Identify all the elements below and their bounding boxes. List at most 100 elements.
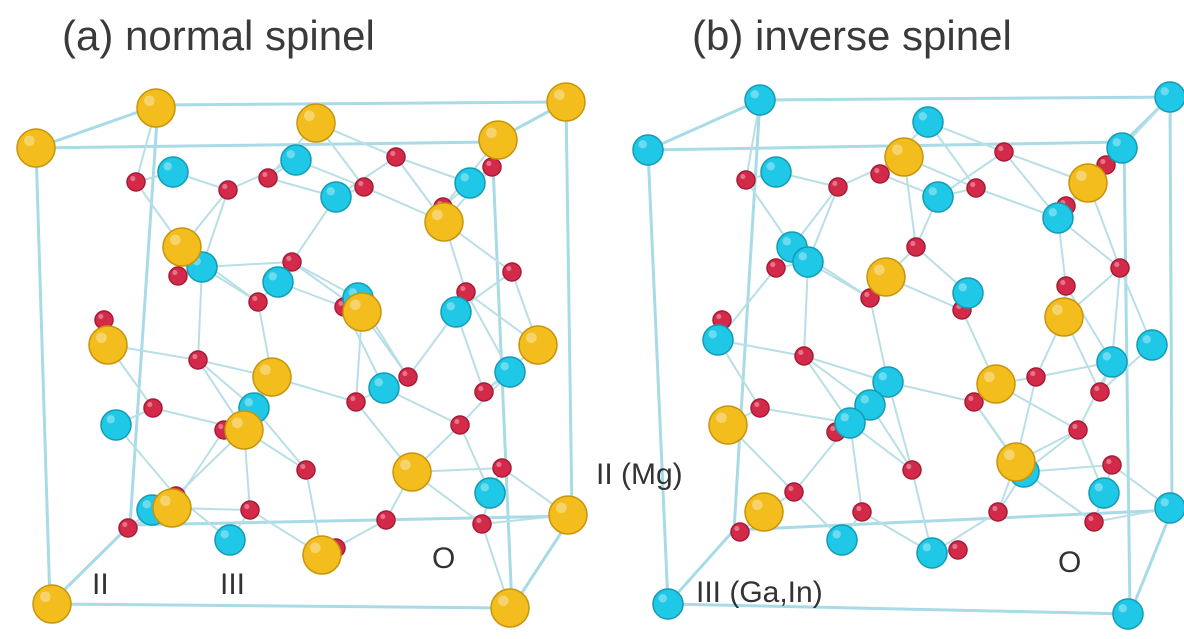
- unit-cell-edge: [732, 508, 1174, 532]
- atom-highlight: [856, 506, 862, 512]
- site-III-label: III: [220, 568, 246, 601]
- oxygen-atom: [1056, 276, 1076, 296]
- normal-spinel-lattice: [16, 82, 588, 628]
- site-III-atom: [760, 156, 792, 188]
- atom-highlight: [446, 302, 455, 311]
- atom-highlight: [878, 372, 887, 381]
- site-II-atom: [866, 257, 906, 297]
- atom-highlight: [350, 299, 361, 311]
- atom-highlight: [96, 332, 107, 344]
- atom-highlight: [998, 146, 1004, 152]
- atom-highlight: [192, 354, 198, 360]
- atom-highlight: [906, 464, 912, 470]
- atom-highlight: [486, 161, 492, 167]
- atom-highlight: [708, 330, 717, 339]
- atom-highlight: [782, 237, 791, 246]
- atom-highlight: [832, 181, 838, 187]
- atom-highlight: [1004, 449, 1015, 461]
- atom-highlight: [454, 419, 460, 425]
- site-III-atom: [912, 106, 944, 138]
- atom-highlight: [1142, 335, 1151, 344]
- atom-highlight: [658, 594, 667, 603]
- unit-cell-edge: [1128, 508, 1174, 616]
- site-II-atom: [88, 325, 128, 365]
- site-II-atom: [32, 584, 72, 624]
- oxygen-atom: [346, 392, 366, 412]
- atom-highlight: [788, 486, 794, 492]
- unit-cell-edge: [156, 100, 568, 107]
- atom-highlight: [220, 530, 229, 539]
- atom-highlight: [402, 371, 408, 377]
- atom-highlight: [798, 350, 804, 356]
- atom-highlight: [1088, 516, 1094, 522]
- site-III-atom: [214, 524, 246, 556]
- atom-highlight: [1102, 352, 1111, 361]
- oxygen-atom: [1102, 455, 1122, 475]
- site-III-atom: [922, 181, 954, 213]
- site-III-atom: [474, 477, 506, 509]
- site-III-Ga-In-label: III (Ga,In): [696, 576, 823, 609]
- site-III-atom: [440, 296, 472, 328]
- site-II-atom: [490, 588, 530, 628]
- atom-highlight: [1160, 498, 1169, 507]
- unit-cell-edge: [34, 146, 52, 606]
- atom-highlight: [918, 112, 927, 121]
- oxygen-atom: [296, 460, 316, 480]
- atom-highlight: [160, 495, 171, 507]
- site-III-atom: [1112, 598, 1144, 630]
- atom-highlight: [874, 264, 885, 276]
- site-III-atom: [1096, 346, 1128, 378]
- atom-highlight: [860, 395, 869, 404]
- atom-highlight: [1030, 371, 1036, 377]
- site-II-atom: [548, 495, 588, 535]
- site-II-atom: [518, 325, 558, 365]
- oxygen-atom: [240, 500, 260, 520]
- site-II-atom: [976, 364, 1016, 404]
- atom-highlight: [147, 402, 153, 408]
- unit-cell-edge: [34, 140, 494, 150]
- oxygen-atom: [852, 502, 872, 522]
- atom-highlight: [958, 283, 967, 292]
- atom-highlight: [734, 526, 740, 532]
- atom-highlight: [984, 371, 995, 383]
- atom-highlight: [218, 424, 224, 430]
- oxygen-atom: [966, 178, 986, 198]
- inverse-spinel-panel: (b) inverse spinel II (Mg) III (Ga,In) O: [592, 0, 1184, 639]
- atom-highlight: [142, 500, 151, 509]
- atom-highlight: [1076, 170, 1087, 182]
- site-III-atom: [652, 588, 684, 620]
- site-III-atom: [280, 144, 312, 176]
- site-III-atom: [454, 167, 486, 199]
- unit-cell-edge: [646, 140, 1126, 152]
- oxygen-atom: [143, 398, 163, 418]
- atom-highlight: [952, 544, 958, 550]
- site-III-atom: [1154, 81, 1184, 113]
- atom-highlight: [262, 172, 268, 178]
- site-III-atom: [1106, 132, 1138, 164]
- oxygen-atom: [906, 237, 926, 257]
- atom-highlight: [1060, 280, 1066, 286]
- atom-highlight: [928, 187, 937, 196]
- atom-highlight: [864, 292, 870, 298]
- atom-highlight: [832, 530, 841, 539]
- site-III-atom: [494, 356, 526, 388]
- site-III-atom: [320, 181, 352, 213]
- atom-highlight: [252, 296, 258, 302]
- atom-highlight: [460, 173, 469, 182]
- atom-highlight: [500, 362, 509, 371]
- atom-highlight: [892, 144, 903, 156]
- atom-highlight: [286, 150, 295, 159]
- site-III-atom: [632, 134, 664, 166]
- atom-highlight: [268, 272, 277, 281]
- oxygen-atom: [828, 177, 848, 197]
- oxygen-atom: [118, 518, 138, 538]
- atom-highlight: [1160, 87, 1169, 96]
- atom-highlight: [922, 543, 931, 552]
- atom-highlight: [506, 266, 512, 272]
- oxygen-atom: [248, 292, 268, 312]
- oxygen-atom: [766, 258, 786, 278]
- site-II-atom: [136, 88, 176, 128]
- atom-highlight: [1106, 459, 1112, 465]
- oxygen-atom: [1026, 367, 1046, 387]
- atom-highlight: [400, 459, 411, 471]
